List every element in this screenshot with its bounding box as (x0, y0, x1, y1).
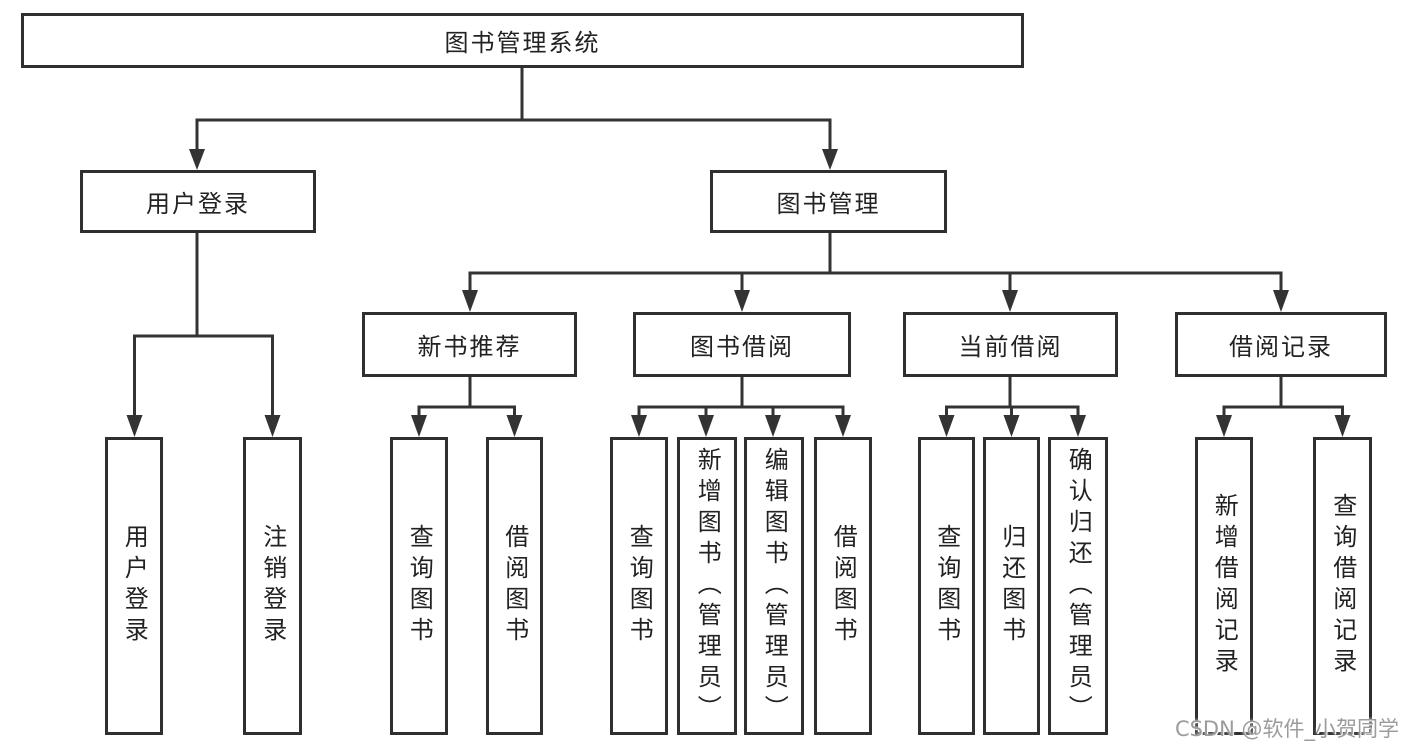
node-user-login: 用户登录 (80, 170, 316, 233)
connector-book-borrow-children (631, 377, 851, 437)
node-new-book-recommend-label: 新书推荐 (417, 333, 522, 361)
node-root-label: 图书管理系统 (444, 29, 601, 57)
node-book-borrow-label: 图书借阅 (690, 333, 794, 361)
csdn-watermark: CSDN @软件_小贺同学 (1174, 717, 1399, 741)
node-nbr-query-books: 查询图书 (390, 437, 448, 735)
node-bb-query-books: 查询图书 (610, 437, 668, 735)
node-logout-label: 注销登录 (258, 524, 287, 648)
connector-borrow-records-children (1216, 377, 1351, 437)
node-nbr-query-books-label: 查询图书 (405, 524, 434, 648)
node-book-management: 图书管理 (710, 170, 947, 233)
node-br-query-record-label: 查询借阅记录 (1328, 493, 1357, 679)
node-bb-borrow-books-label: 借阅图书 (829, 524, 858, 648)
node-br-query-record: 查询借阅记录 (1313, 437, 1372, 735)
node-new-book-recommend: 新书推荐 (362, 312, 577, 377)
node-user-login-leaf-label: 用户登录 (120, 524, 149, 648)
node-nbr-borrow-books: 借阅图书 (486, 437, 543, 735)
node-cb-confirm-return-admin: 确认归还（管理员） (1048, 437, 1108, 735)
node-cb-query-books: 查询图书 (918, 437, 975, 735)
node-borrow-records-label: 借阅记录 (1229, 333, 1333, 361)
node-root: 图书管理系统 (21, 13, 1024, 68)
node-logout: 注销登录 (243, 437, 302, 735)
connector-current-borrow-children (938, 377, 1086, 437)
node-bb-edit-books-admin: 编辑图书（管理员） (744, 437, 804, 735)
node-current-borrow: 当前借阅 (903, 312, 1118, 377)
connector-root-to-level2 (189, 68, 838, 170)
node-cb-return-books-label: 归还图书 (997, 524, 1026, 648)
node-bb-borrow-books: 借阅图书 (814, 437, 872, 735)
node-bb-query-books-label: 查询图书 (625, 524, 654, 648)
node-br-add-record-label: 新增借阅记录 (1210, 493, 1239, 679)
connector-book-management-children (462, 233, 1289, 312)
node-bb-add-books-admin-label: 新增图书（管理员） (693, 446, 722, 726)
node-cb-return-books: 归还图书 (983, 437, 1040, 735)
connector-user-login-children (126, 233, 281, 437)
node-bb-add-books-admin: 新增图书（管理员） (677, 437, 737, 735)
connector-new-book-recommend-children (411, 377, 523, 437)
node-br-add-record: 新增借阅记录 (1195, 437, 1253, 735)
node-borrow-records: 借阅记录 (1175, 312, 1387, 377)
node-book-management-label: 图书管理 (776, 190, 881, 218)
node-book-borrow: 图书借阅 (633, 312, 851, 377)
node-user-login-leaf: 用户登录 (105, 437, 163, 735)
node-nbr-borrow-books-label: 借阅图书 (500, 524, 529, 648)
node-cb-confirm-return-admin-label: 确认归还（管理员） (1064, 446, 1093, 726)
node-user-login-label: 用户登录 (146, 190, 250, 218)
node-current-borrow-label: 当前借阅 (958, 333, 1063, 361)
node-bb-edit-books-admin-label: 编辑图书（管理员） (760, 446, 789, 726)
node-cb-query-books-label: 查询图书 (932, 524, 961, 648)
